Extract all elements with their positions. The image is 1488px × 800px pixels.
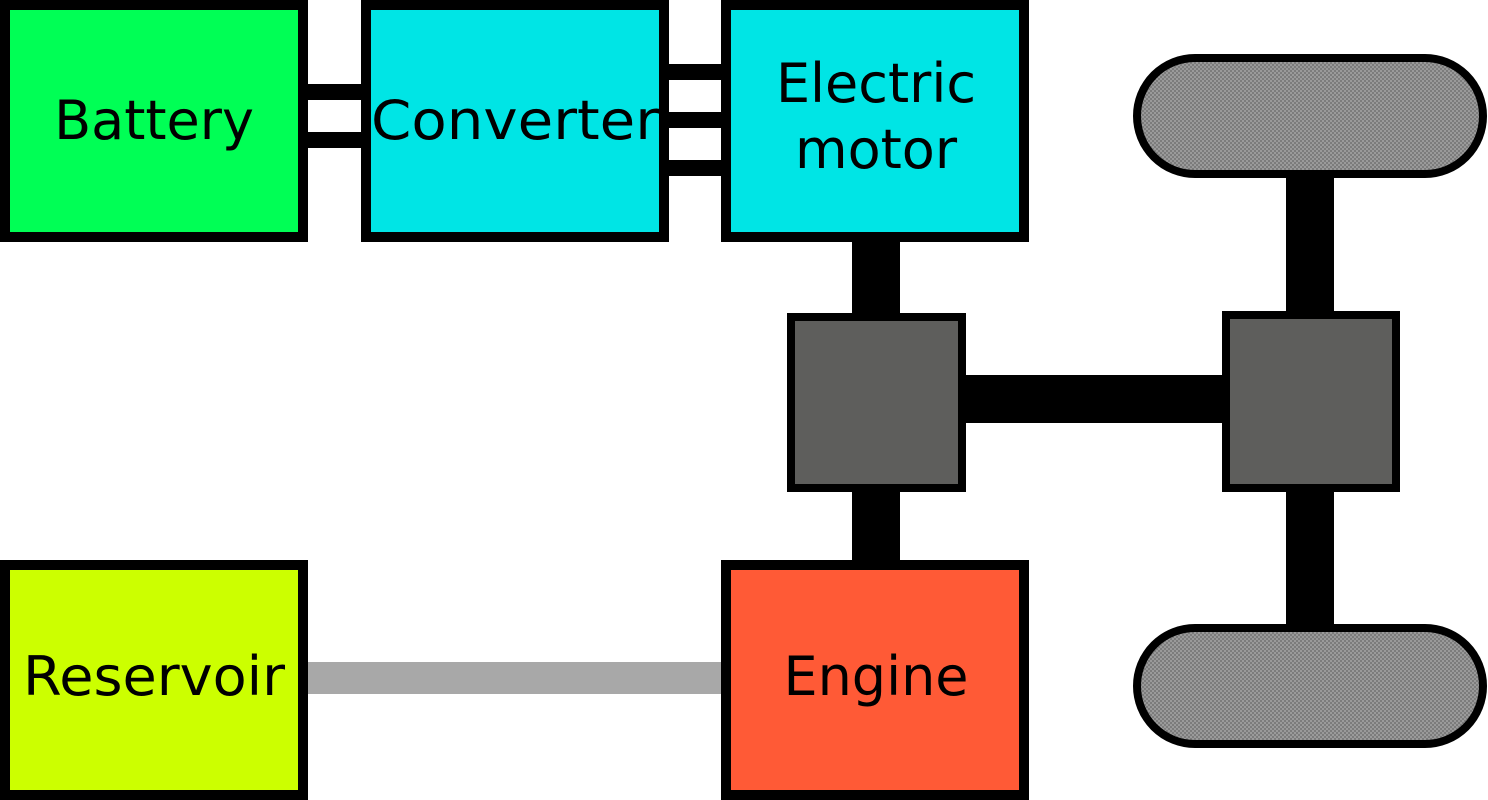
electric-motor-node: Electric motor: [721, 0, 1029, 242]
converter-motor-wires: [660, 64, 730, 176]
reservoir-box: [0, 560, 308, 800]
battery-node: Battery: [0, 0, 308, 242]
battery-converter-wires: [300, 84, 370, 148]
converter-node: Converter: [361, 0, 669, 242]
battery-label: Battery: [54, 89, 254, 152]
motor-label-line1: Electric: [776, 52, 976, 115]
engine-box: [721, 560, 1029, 800]
motor-label-line2: motor: [795, 118, 958, 181]
front-axle: [1286, 170, 1334, 318]
differential: [1222, 311, 1400, 492]
converter-label: Converter: [371, 89, 660, 152]
power-split-gearbox: [787, 313, 966, 492]
drive-shaft: [960, 375, 1228, 423]
reservoir-label: Reservoir: [23, 645, 286, 708]
converter-box: [361, 0, 669, 242]
engine-label: Engine: [783, 645, 968, 708]
front-wheel: [1133, 54, 1487, 178]
fuel-line: [300, 662, 730, 694]
engine-node: Engine: [721, 560, 1029, 800]
motor-shaft: [852, 236, 900, 320]
rear-axle: [1286, 486, 1334, 634]
rear-wheel: [1133, 624, 1487, 748]
motor-box: [721, 0, 1029, 242]
reservoir-node: Reservoir: [0, 560, 308, 800]
engine-shaft: [852, 486, 900, 570]
battery-box: [0, 0, 308, 242]
